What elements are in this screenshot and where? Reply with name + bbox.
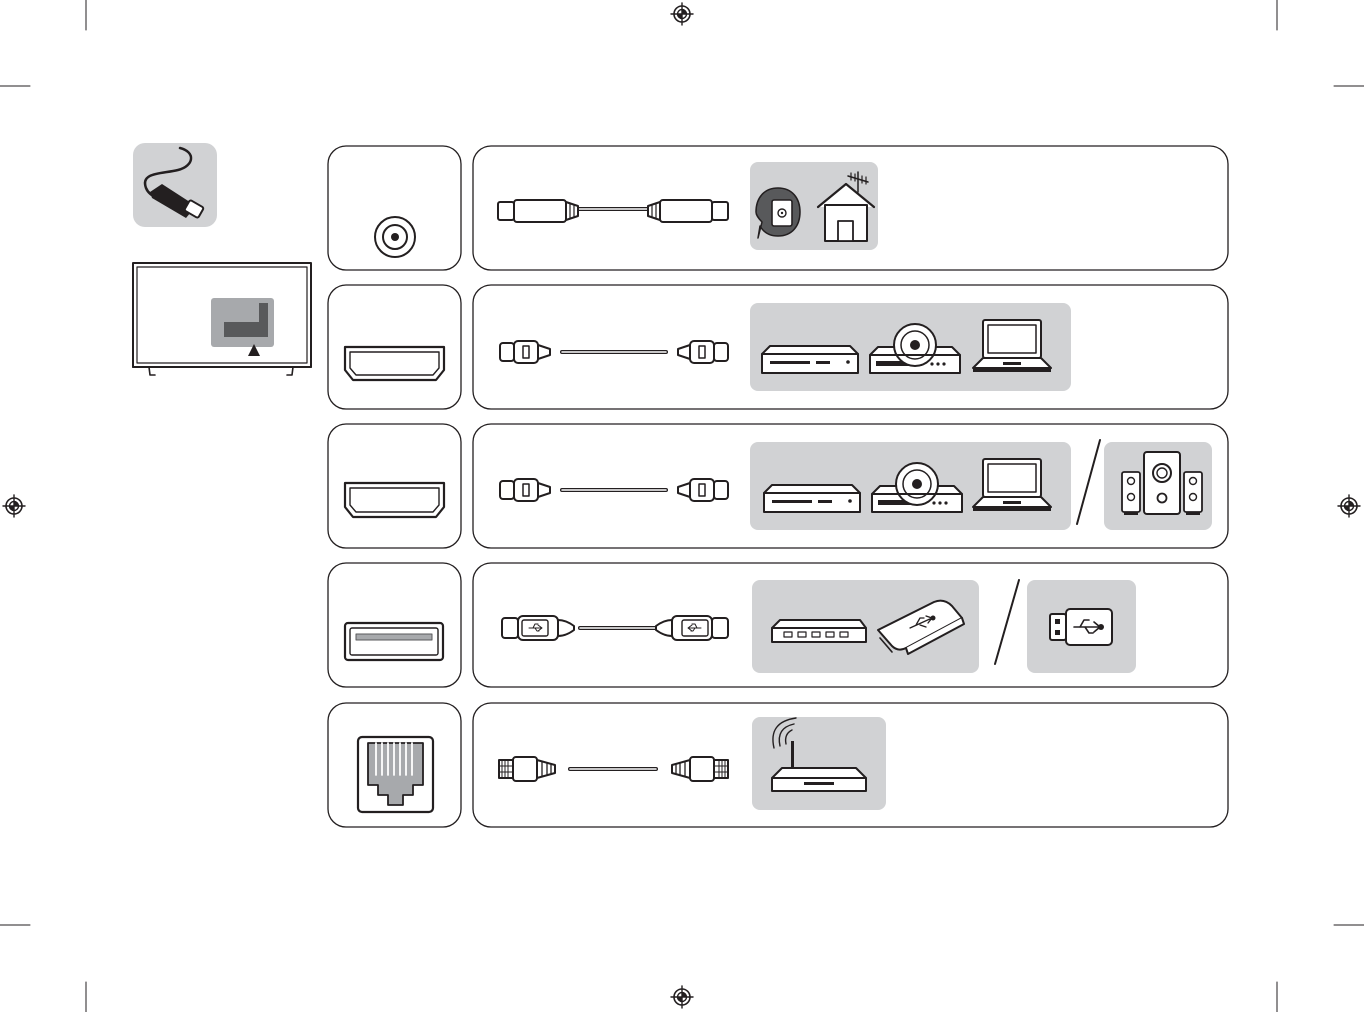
lan-port-icon [358, 737, 433, 812]
registration-mark-bottom [671, 986, 693, 1008]
speaker-group [1104, 442, 1212, 530]
registration-mark-top [671, 3, 693, 25]
lan-device-group [752, 717, 886, 810]
connection-cable-icon [133, 143, 217, 227]
laptop-icon [973, 459, 1051, 511]
tv-rear-panel-icon [133, 263, 311, 375]
connection-row-usb [328, 563, 1228, 687]
connection-row-hdmi [328, 285, 1228, 409]
hdmi-port-icon [345, 347, 444, 380]
connection-row-lan [328, 703, 1228, 827]
usb-stick-group [1027, 580, 1136, 673]
connection-row-hdmi-arc [328, 424, 1228, 548]
usb-hub-icon [772, 620, 866, 642]
hdmi-device-group [750, 303, 1071, 391]
wall-antenna-socket-icon [756, 188, 800, 238]
hdmi-arc-device-group [750, 442, 1071, 530]
antenna-device-group [750, 162, 878, 250]
laptop-icon [973, 320, 1051, 372]
registration-mark-left [3, 495, 25, 517]
usb-flash-drive-icon [1050, 609, 1112, 645]
connection-row-antenna [328, 146, 1228, 270]
usb-device-group [752, 580, 979, 673]
set-top-box-icon [762, 346, 858, 373]
set-top-box-icon [764, 485, 860, 512]
registration-mark-right [1338, 495, 1360, 517]
hdmi-arc-port-icon [345, 483, 444, 517]
usb-port-icon [345, 623, 443, 660]
